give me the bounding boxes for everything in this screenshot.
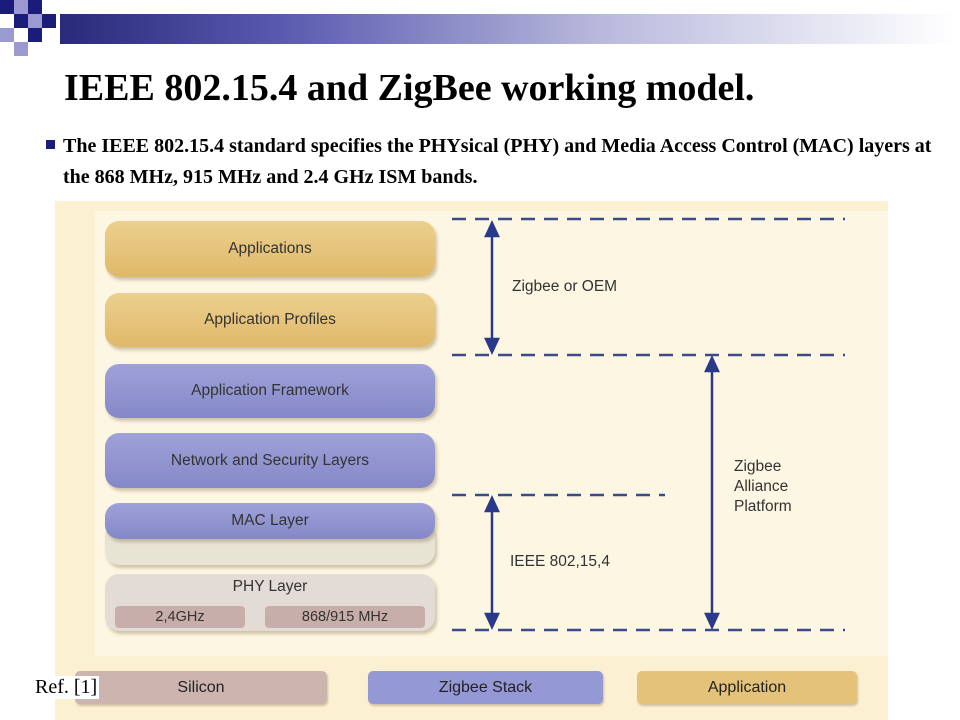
decor-square [14,42,28,56]
slide-title: IEEE 802.15.4 and ZigBee working model. [64,67,755,109]
arrowhead-icon [484,337,500,355]
arrowhead-icon [484,612,500,630]
decor-square [28,14,42,28]
layer-mac: MAC Layer [105,503,435,539]
layer-phy-label: PHY Layer [232,578,308,595]
zigbee-architecture-diagram: Applications Application Profiles Applic… [55,201,888,720]
decor-square [0,28,14,42]
alliance-line-2: Alliance [734,478,789,495]
bullet-text: The IEEE 802.15.4 standard specifies the… [63,135,932,188]
band-868-915mhz-label: 868/915 MHz [301,609,389,625]
legend-silicon: Silicon [75,671,327,704]
legend-zigbee-stack-label: Zigbee Stack [438,678,533,696]
alliance-line-3: Platform [734,498,792,515]
layer-applications: Applications [105,221,435,277]
decor-square [42,14,56,28]
band-2-4ghz-label: 2,4GHz [155,609,205,625]
legend-application: Application [637,671,857,704]
layer-application-framework: Application Framework [105,364,435,418]
bullet-square-icon [46,140,55,149]
layer-application-framework-label: Application Framework [191,382,349,399]
decor-square [14,14,28,28]
region-alliance-platform: Zigbee Alliance Platform [734,457,792,517]
decor-square [14,0,28,14]
legend-application-label: Application [707,678,787,696]
arrowhead-icon [704,355,720,373]
legend-zigbee-stack: Zigbee Stack [368,671,603,704]
layer-application-profiles: Application Profiles [105,293,435,347]
arrowhead-icon [484,495,500,513]
region-zigbee-oem: Zigbee or OEM [512,278,618,295]
band-2-4ghz: 2,4GHz [115,606,245,628]
reference-label: Ref. [1] [33,676,100,699]
layer-applications-label: Applications [228,240,312,257]
layer-application-profiles-label: Application Profiles [204,311,336,328]
layer-network-security: Network and Security Layers [105,433,435,488]
title-gradient-bar [60,14,955,44]
decor-square [28,28,42,42]
layer-mac-label: MAC Layer [231,512,309,529]
decor-square [0,0,14,14]
region-ieee: IEEE 802,15,4 [510,553,610,570]
decor-square [28,0,42,14]
layer-network-security-label: Network and Security Layers [170,451,370,469]
arrowhead-icon [704,612,720,630]
legend-silicon-label: Silicon [177,678,225,696]
alliance-line-1: Zigbee [734,458,782,475]
arrowhead-icon [484,220,500,238]
band-868-915mhz: 868/915 MHz [265,606,425,628]
diagram-lines [452,217,845,632]
